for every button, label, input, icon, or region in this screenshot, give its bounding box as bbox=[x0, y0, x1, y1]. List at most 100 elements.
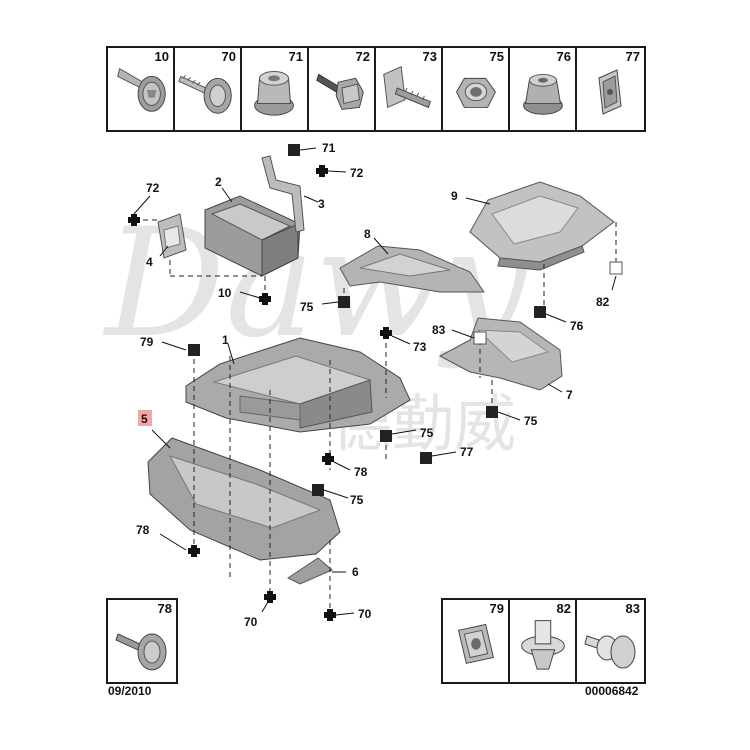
callout-76: 76 bbox=[570, 319, 584, 333]
bolt-marker bbox=[324, 609, 336, 621]
callout-78: 78 bbox=[354, 465, 368, 479]
callout-75: 75 bbox=[300, 300, 314, 314]
self-tapping-screw-icon bbox=[178, 75, 232, 114]
fastener-number: 10 bbox=[154, 49, 169, 64]
flange-nut-icon bbox=[254, 71, 294, 116]
part-6-deflector bbox=[287, 557, 333, 585]
fastener-cell-70: 70 bbox=[175, 48, 242, 130]
fastener-cell-83: 83 bbox=[577, 600, 644, 682]
fastener-table-top: 10 70 71 bbox=[106, 46, 646, 132]
fastener-table-bottom-right: 79 82 83 bbox=[441, 598, 646, 684]
callout-6: 6 bbox=[352, 565, 359, 579]
hex-bolt-icon bbox=[316, 73, 364, 110]
clip-stud-icon bbox=[383, 65, 431, 109]
bolt-marker bbox=[264, 591, 276, 603]
part-5-undertray bbox=[147, 437, 341, 561]
bolt-marker bbox=[188, 545, 200, 557]
nut-marker bbox=[338, 296, 350, 308]
diagram-date: 09/2010 bbox=[108, 684, 152, 698]
callout-5: 5 bbox=[141, 412, 148, 426]
nut-marker bbox=[534, 306, 546, 318]
rivet-marker bbox=[609, 261, 623, 275]
nut-marker bbox=[486, 406, 498, 418]
callout-79: 79 bbox=[140, 335, 154, 349]
fastener-table-bottom-left: 78 bbox=[106, 598, 178, 684]
rivet-marker bbox=[473, 331, 487, 345]
nut-marker bbox=[420, 452, 432, 464]
bolt-marker bbox=[259, 293, 271, 305]
fastener-cell-75: 75 bbox=[443, 48, 510, 130]
push-pin-icon bbox=[584, 635, 636, 669]
callout-7: 7 bbox=[566, 388, 573, 402]
callout-70: 70 bbox=[358, 607, 372, 621]
callout-75: 75 bbox=[420, 426, 434, 440]
bolt-marker bbox=[316, 165, 328, 177]
bolt-marker bbox=[322, 453, 334, 465]
fastener-number: 82 bbox=[556, 601, 571, 616]
fastener-number: 83 bbox=[625, 601, 640, 616]
callout-9: 9 bbox=[451, 189, 458, 203]
callout-75: 75 bbox=[350, 493, 364, 507]
callout-10: 10 bbox=[218, 286, 232, 300]
callout-82: 82 bbox=[596, 295, 610, 309]
fastener-number: 79 bbox=[489, 601, 504, 616]
washer-screw-icon bbox=[115, 633, 167, 671]
square-cage-nut-icon bbox=[457, 623, 495, 664]
fastener-number: 73 bbox=[422, 49, 437, 64]
callout-70: 70 bbox=[244, 615, 258, 629]
fastener-cell-76: 76 bbox=[510, 48, 577, 130]
callout-labels: 71 72 72 2 3 4 10 8 9 82 76 83 73 75 79 … bbox=[136, 141, 610, 629]
fastener-markers bbox=[128, 144, 623, 621]
fastener-cell-10: 10 bbox=[108, 48, 175, 130]
callout-75: 75 bbox=[524, 414, 538, 428]
part-1-main-tray bbox=[185, 337, 411, 433]
alignment-lines bbox=[134, 219, 617, 614]
fastener-number: 76 bbox=[556, 49, 571, 64]
part-7-panel bbox=[438, 317, 563, 391]
fastener-cell-82: 82 bbox=[510, 600, 577, 682]
callout-8: 8 bbox=[364, 227, 371, 241]
fastener-number: 78 bbox=[157, 601, 172, 616]
part-3-rod bbox=[261, 155, 305, 233]
callout-83: 83 bbox=[432, 323, 446, 337]
fastener-cell-71: 71 bbox=[242, 48, 309, 130]
fastener-number: 77 bbox=[625, 49, 640, 64]
push-rivet-icon bbox=[521, 620, 565, 670]
callout-71: 71 bbox=[322, 141, 336, 155]
part-4-bracket bbox=[157, 213, 187, 259]
callout-78: 78 bbox=[136, 523, 150, 537]
fastener-number: 72 bbox=[355, 49, 370, 64]
fastener-cell-79: 79 bbox=[443, 600, 510, 682]
leader-lines bbox=[133, 147, 617, 616]
fastener-number: 71 bbox=[288, 49, 303, 64]
hex-nut-icon bbox=[456, 77, 496, 108]
callout-77: 77 bbox=[460, 445, 474, 459]
part-8-bracket bbox=[339, 245, 485, 293]
diagram-reference: 00006842 bbox=[585, 684, 639, 698]
nut-marker bbox=[188, 344, 200, 356]
callout-2: 2 bbox=[215, 175, 222, 189]
part-9-shield bbox=[469, 181, 615, 271]
bolt-marker bbox=[380, 327, 392, 339]
callout-73: 73 bbox=[413, 340, 427, 354]
nut-marker bbox=[380, 430, 392, 442]
callout-1: 1 bbox=[222, 333, 229, 347]
part-2-housing bbox=[204, 195, 301, 277]
callout-4: 4 bbox=[146, 255, 153, 269]
nut-marker bbox=[312, 484, 324, 496]
callout-3: 3 bbox=[318, 197, 325, 211]
fastener-cell-73: 73 bbox=[376, 48, 443, 130]
fastener-cell-78: 78 bbox=[108, 600, 176, 682]
bolt-marker bbox=[128, 214, 140, 226]
fastener-cell-72: 72 bbox=[309, 48, 376, 130]
nut-marker bbox=[288, 144, 300, 156]
cage-nut-icon bbox=[523, 73, 563, 115]
highlight-5 bbox=[138, 410, 152, 426]
fastener-number: 70 bbox=[221, 49, 236, 64]
callout-72: 72 bbox=[350, 166, 364, 180]
flange-bolt-icon bbox=[117, 67, 166, 112]
fastener-cell-77: 77 bbox=[577, 48, 644, 130]
fastener-number: 75 bbox=[489, 49, 504, 64]
